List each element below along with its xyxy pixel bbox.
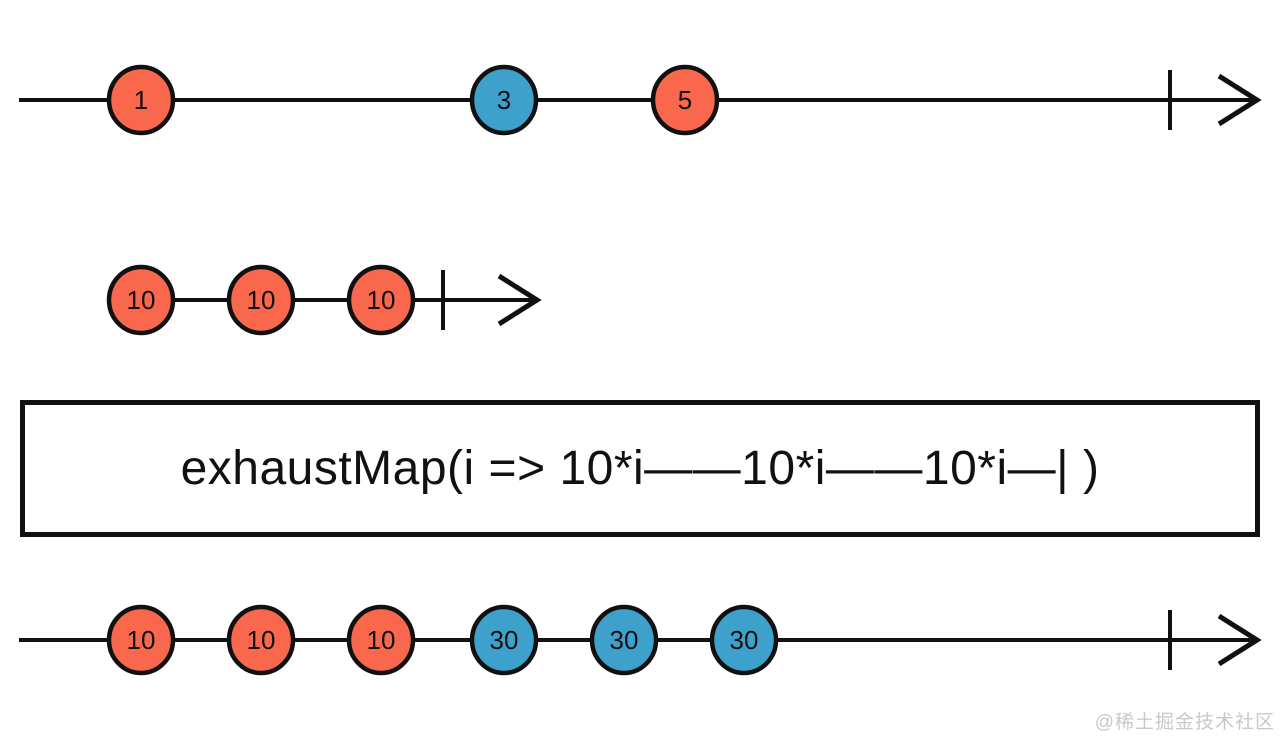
marble-inner-2 [346, 264, 416, 336]
timeline-inner-arrowhead-icon [497, 273, 542, 327]
watermark: @稀土掘金技术社区 [1094, 712, 1275, 733]
marble-output-1 [226, 604, 296, 676]
timeline-output-arrowhead-icon [1217, 613, 1262, 667]
marble-output-2 [346, 604, 416, 676]
timeline-source-arrowhead-icon [1217, 73, 1262, 127]
marble-output-0-label: 10 [127, 625, 156, 655]
marble-source-2-label: 5 [678, 85, 692, 115]
marble-output-3 [469, 604, 539, 676]
marble-output-4-label: 30 [610, 625, 639, 655]
marble-output-0 [106, 604, 176, 676]
marble-source-1 [469, 64, 539, 136]
marble-inner-1-label: 10 [247, 285, 276, 315]
marble-output-1-label: 10 [247, 625, 276, 655]
marble-output-3-label: 30 [490, 625, 519, 655]
marble-inner-1 [226, 264, 296, 336]
marble-inner-0 [106, 264, 176, 336]
operator-expression: exhaustMap(i => 10*i——10*i——10*i—| ) [180, 442, 1100, 495]
marble-inner-0-label: 10 [127, 285, 156, 315]
marble-output-2-label: 10 [367, 625, 396, 655]
marble-source-2 [650, 64, 720, 136]
marble-source-0-label: 1 [134, 85, 148, 115]
marble-output-5-label: 30 [730, 625, 759, 655]
marble-source-0 [106, 64, 176, 136]
marble-output-4 [589, 604, 659, 676]
marble-inner-2-label: 10 [367, 285, 396, 315]
marble-output-5 [709, 604, 779, 676]
marble-source-1-label: 3 [497, 85, 511, 115]
operator-box: exhaustMap(i => 10*i——10*i——10*i—| ) [20, 400, 1260, 537]
